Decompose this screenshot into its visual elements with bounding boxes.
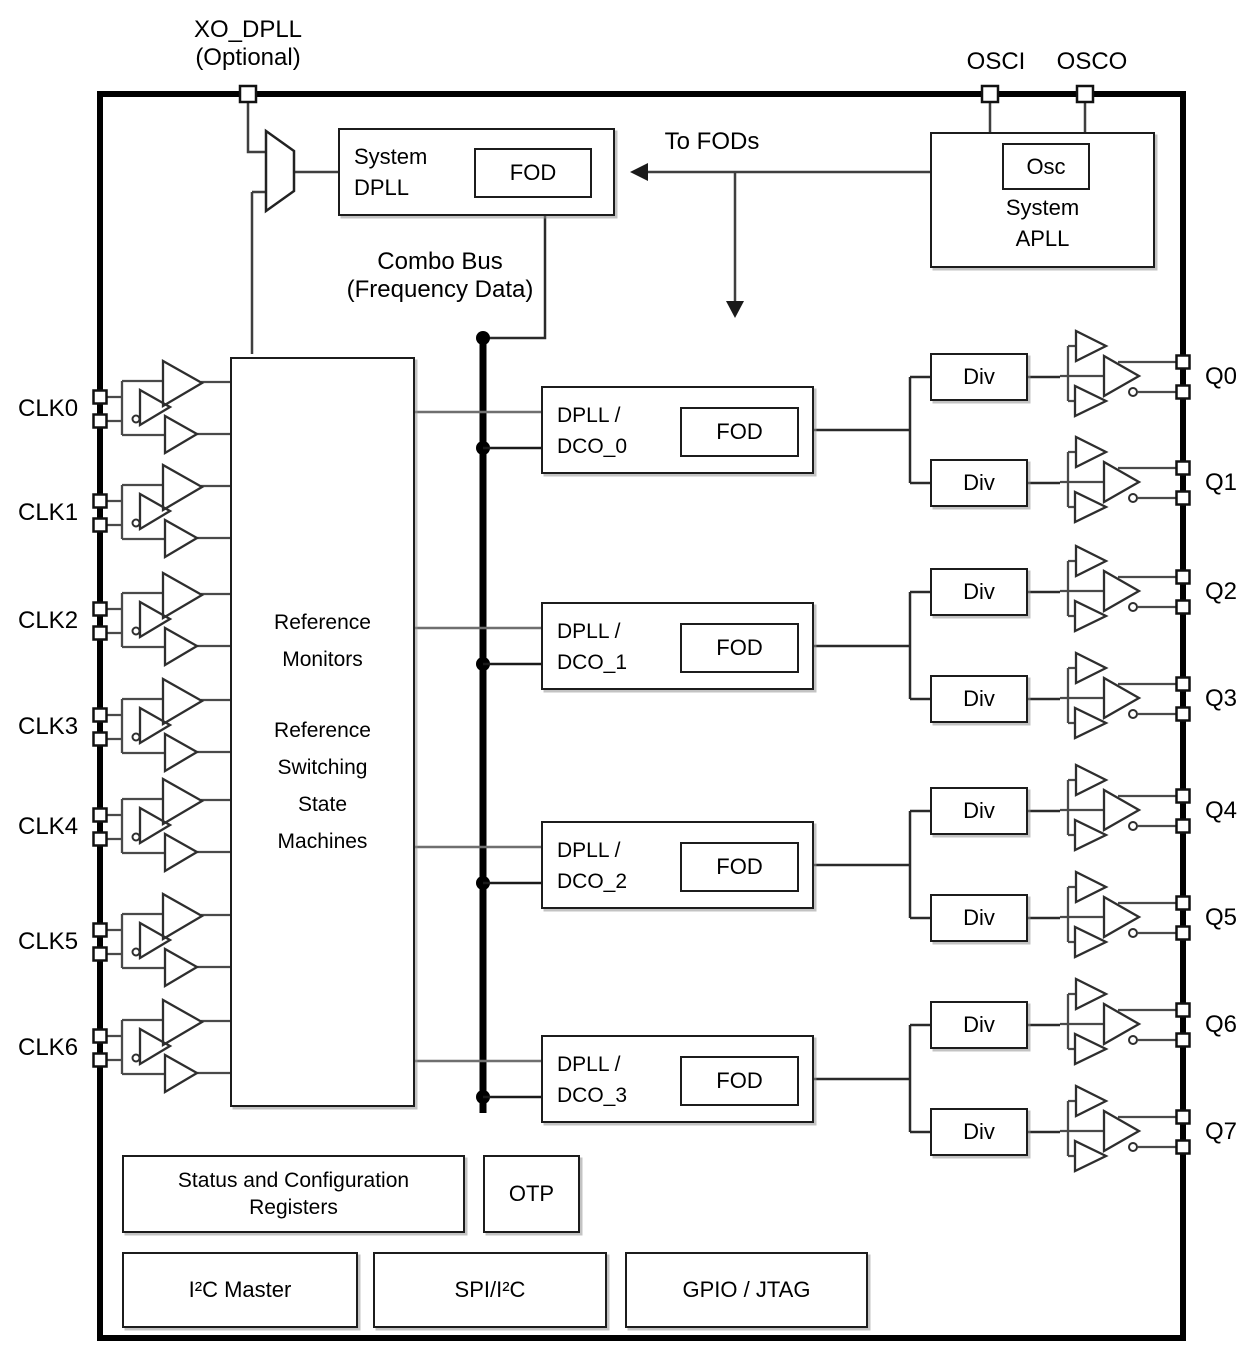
osco-pin xyxy=(1075,84,1095,104)
div-block-q3: Div xyxy=(930,675,1028,723)
driver-triangles xyxy=(1058,435,1179,524)
q7-label: Q7 xyxy=(1205,1118,1238,1145)
osco-label: OSCO xyxy=(1056,48,1128,75)
combo-bus-label: Combo Bus(Frequency Data) xyxy=(346,248,534,303)
xo-dpll-label: XO_DPLL(Optional) xyxy=(193,16,303,71)
reference-block: Reference Monitors Reference Switching S… xyxy=(230,357,415,1107)
otp-block: OTP xyxy=(483,1155,580,1233)
div-block-q2: Div xyxy=(930,568,1028,616)
xo-mux-wires xyxy=(246,100,338,354)
driver-triangles xyxy=(1058,763,1179,852)
fod-block: FOD xyxy=(680,623,799,673)
to-fods-arrows xyxy=(630,163,930,318)
div-block-q1: Div xyxy=(930,459,1028,507)
buffer-triangles xyxy=(105,677,232,773)
input-mux xyxy=(264,128,296,214)
status-config-registers-block: Status and Configuration Registers xyxy=(122,1155,465,1233)
system-dpll-block: System DPLL FOD xyxy=(338,128,615,216)
q1-label: Q1 xyxy=(1205,469,1238,496)
q6-label: Q6 xyxy=(1205,1011,1238,1038)
buffer-triangles xyxy=(105,892,232,988)
buffer-triangles xyxy=(105,463,232,559)
buffer-triangles xyxy=(105,571,232,667)
q-driver-clusters xyxy=(1058,329,1179,1173)
driver-triangles xyxy=(1058,651,1179,740)
clk-buffer-clusters xyxy=(105,359,232,1094)
system-dpll-fod-block: FOD xyxy=(474,148,592,198)
dpll-dco-2-block: DPLL / DCO_2 FOD xyxy=(541,821,814,909)
left-arrowhead-icon xyxy=(630,163,648,181)
buffer-triangles xyxy=(105,777,232,873)
driver-triangles xyxy=(1058,870,1179,959)
gpio-jtag-block: GPIO / JTAG xyxy=(625,1252,868,1328)
driver-triangles xyxy=(1058,977,1179,1066)
div-block-q6: Div xyxy=(930,1001,1028,1049)
dpll-output-wires xyxy=(814,375,930,1134)
clk-pins xyxy=(92,389,108,1068)
osci-label: OSCI xyxy=(966,48,1026,75)
q2-label: Q2 xyxy=(1205,578,1238,605)
apll-line1: System xyxy=(1005,195,1080,220)
bus-tap-wires xyxy=(483,446,541,1099)
reference-monitors-text: Reference Monitors xyxy=(274,611,371,671)
clk3-label: CLK3 xyxy=(18,713,79,740)
buffer-triangles xyxy=(105,998,232,1094)
top-pins xyxy=(238,84,1095,104)
div-block-q5: Div xyxy=(930,894,1028,942)
down-arrowhead-icon xyxy=(726,301,744,318)
driver-triangles xyxy=(1058,329,1179,418)
fod-block: FOD xyxy=(680,407,799,457)
i2c-master-block: I²C Master xyxy=(122,1252,358,1328)
q4-label: Q4 xyxy=(1205,797,1238,824)
q3-label: Q3 xyxy=(1205,685,1238,712)
dpll-dco-1-block: DPLL / DCO_1 FOD xyxy=(541,602,814,690)
reference-wires xyxy=(415,410,541,1063)
clk6-label: CLK6 xyxy=(18,1034,79,1061)
system-dpll-line1: System xyxy=(354,144,428,169)
dpll-dco-0-block: DPLL / DCO_0 FOD xyxy=(541,386,814,474)
fod-block: FOD xyxy=(680,842,799,892)
div-block-q4: Div xyxy=(930,787,1028,835)
dpll-dco-3-block: DPLL / DCO_3 FOD xyxy=(541,1035,814,1123)
driver-triangles xyxy=(1058,1084,1179,1173)
system-dpll-line2: DPLL xyxy=(354,175,410,200)
q5-label: Q5 xyxy=(1205,904,1238,931)
clk5-label: CLK5 xyxy=(18,928,79,955)
q-pins xyxy=(1175,354,1191,1155)
clk2-label: CLK2 xyxy=(18,607,79,634)
divider-output-wires xyxy=(1028,375,1060,1134)
buffer-triangles xyxy=(105,359,232,455)
spi-i2c-block: SPI/I²C xyxy=(373,1252,607,1328)
clk1-label: CLK1 xyxy=(18,499,79,526)
apll-line2: APLL xyxy=(1015,226,1070,251)
osc-pin-wires xyxy=(988,101,1087,132)
osc-block: Osc xyxy=(1002,143,1090,190)
q0-label: Q0 xyxy=(1205,363,1238,390)
clk0-label: CLK0 xyxy=(18,395,79,422)
system-apll-block: Osc System APLL xyxy=(930,132,1155,268)
fod-block: FOD xyxy=(680,1056,799,1106)
to-fods-label: To FODs xyxy=(664,128,760,155)
reference-switching-text: Reference Switching State Machines xyxy=(274,719,371,853)
xo-dpll-pin xyxy=(238,84,258,104)
clk4-label: CLK4 xyxy=(18,813,79,840)
div-block-q0: Div xyxy=(930,353,1028,401)
driver-triangles xyxy=(1058,544,1179,633)
osci-pin xyxy=(980,84,1000,104)
div-block-q7: Div xyxy=(930,1108,1028,1156)
